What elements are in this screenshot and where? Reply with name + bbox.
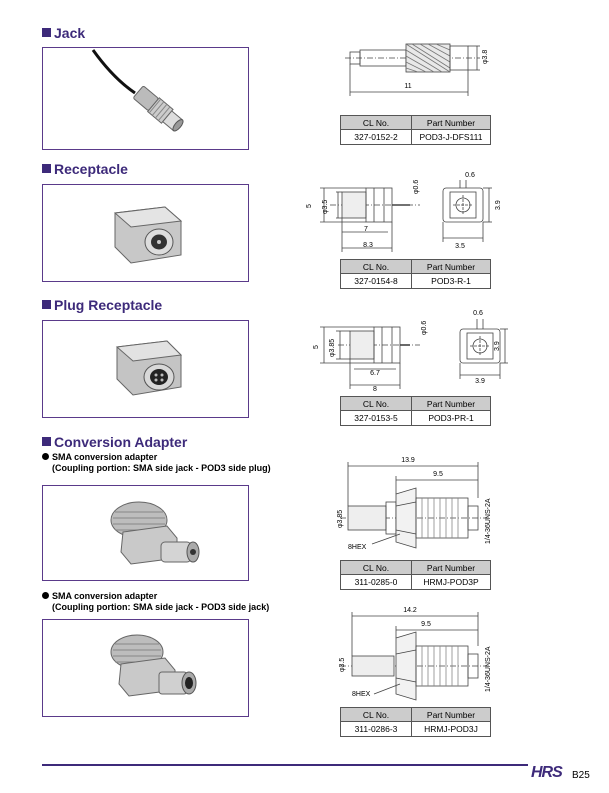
plug-receptacle-connector-image	[115, 340, 183, 396]
adapter1-line2: (Coupling portion: SMA side jack - POD3 …	[52, 463, 271, 473]
cl-number: 327-0153-5	[340, 410, 412, 426]
dim-total-length: 13.9	[401, 457, 415, 464]
jack-drawing: 11 φ3.8	[345, 43, 489, 96]
jack-photo	[42, 47, 249, 150]
dim-total-length: 8	[373, 386, 377, 393]
dim-flange-height: 3.9	[495, 200, 502, 210]
section-title-text: Receptacle	[54, 161, 128, 177]
section-title-jack: Jack	[42, 25, 85, 41]
hrs-logo: HRS	[531, 764, 563, 781]
part-number: POD3-J-DFS111	[411, 129, 491, 145]
adapter2-photo	[42, 619, 249, 717]
section-title-conversion-adapter: Conversion Adapter	[42, 434, 187, 450]
section-title-plug-receptacle: Plug Receptacle	[42, 297, 162, 313]
page-number: B25	[572, 770, 590, 781]
square-bullet-icon	[42, 164, 51, 173]
section-title-receptacle: Receptacle	[42, 161, 128, 177]
receptacle-photo	[42, 184, 249, 282]
dim-pin-dia: φ0.6	[413, 180, 420, 194]
dim-thread-length: 9.5	[433, 471, 443, 478]
header-cl-no: CL No.	[340, 560, 412, 575]
dim-thread-length: 9.5	[421, 621, 431, 628]
adapter1-line1: SMA conversion adapter	[52, 452, 158, 462]
dim-thread-spec: 1/4-36UNS-2A	[485, 498, 492, 544]
header-cl-no: CL No.	[340, 259, 412, 274]
header-cl-no: CL No.	[340, 707, 412, 722]
dim-total-length: 8.3	[363, 242, 373, 249]
dim-pin-dia: φ0.6	[421, 321, 428, 335]
adapter2-connector-image	[110, 634, 197, 697]
receptacle-connector-image	[113, 206, 183, 264]
dim-hex: 8HEX	[352, 691, 371, 698]
round-bullet-icon	[42, 592, 49, 599]
header-part-number: Part Number	[411, 560, 491, 575]
dim-flange-height: 3.9	[494, 341, 501, 351]
jack-connector-image	[91, 49, 184, 132]
dim-body-dia: φ3.5	[322, 200, 329, 214]
part-number: POD3-R-1	[411, 273, 491, 289]
adapter2-line1: SMA conversion adapter	[52, 591, 158, 601]
cl-number: 311-0285-0	[340, 574, 412, 590]
dim-body-length: 7	[364, 226, 368, 233]
dim-body-dia: φ3.5	[339, 658, 346, 672]
receptacle-drawing: 5 φ3.5 φ0.6 7 8.3 0.6 3.9 3.5	[306, 172, 502, 252]
header-part-number: Part Number	[411, 115, 491, 130]
header-part-number: Part Number	[411, 707, 491, 722]
section-title-text: Conversion Adapter	[54, 434, 188, 450]
dim-flange-width: 3.9	[475, 378, 485, 385]
dim-body-dia: φ3.85	[337, 510, 344, 528]
adapter2-drawing: 14.2 9.5 φ3.5 8HEX 1/4-36UNS-2A	[339, 607, 492, 701]
dim-height: 5	[306, 204, 313, 208]
footer-divider	[42, 764, 528, 766]
dim-height: 5	[313, 345, 320, 349]
cl-number: 311-0286-3	[340, 721, 412, 737]
plug-receptacle-drawing: 5 φ3.85 φ0.6 6.7 8 0.6 3.9 3.9	[313, 310, 508, 393]
section-title-text: Plug Receptacle	[54, 297, 163, 313]
dim-length: 11	[404, 83, 411, 90]
square-bullet-icon	[42, 28, 51, 37]
section-title-text: Jack	[54, 25, 86, 41]
adapter1-drawing: 13.9 9.5 φ3.85 8HEX 1/4-36UNS-2A	[337, 457, 492, 551]
cl-number: 327-0154-8	[340, 273, 412, 289]
square-bullet-icon	[42, 437, 51, 446]
adapter1-photo	[42, 485, 249, 581]
dim-body-dia: φ3.85	[329, 339, 336, 357]
dim-flange-width: 3.5	[455, 243, 465, 250]
dim-hex: 8HEX	[348, 544, 367, 551]
header-cl-no: CL No.	[340, 115, 412, 130]
adapter2-description: SMA conversion adapter (Coupling portion…	[42, 591, 269, 613]
part-number: POD3-PR-1	[411, 410, 491, 426]
dim-total-length: 14.2	[403, 607, 417, 614]
header-part-number: Part Number	[411, 396, 491, 411]
dim-thread-spec: 1/4-36UNS-2A	[485, 646, 492, 692]
dim-pin-width: 0.6	[465, 172, 475, 179]
header-cl-no: CL No.	[340, 396, 412, 411]
adapter1-description: SMA conversion adapter (Coupling portion…	[42, 452, 271, 474]
part-number: HRMJ-POD3J	[411, 721, 491, 737]
dim-pin-width: 0.6	[473, 310, 483, 317]
square-bullet-icon	[42, 300, 51, 309]
header-part-number: Part Number	[411, 259, 491, 274]
round-bullet-icon	[42, 453, 49, 460]
cl-number: 327-0152-2	[340, 129, 412, 145]
plug-receptacle-photo	[42, 320, 249, 418]
part-number: HRMJ-POD3P	[411, 574, 491, 590]
adapter1-connector-image	[110, 501, 200, 565]
dim-body-length: 6.7	[370, 370, 380, 377]
dim-diameter: φ3.8	[482, 50, 489, 64]
adapter2-line2: (Coupling portion: SMA side jack - POD3 …	[52, 602, 270, 612]
